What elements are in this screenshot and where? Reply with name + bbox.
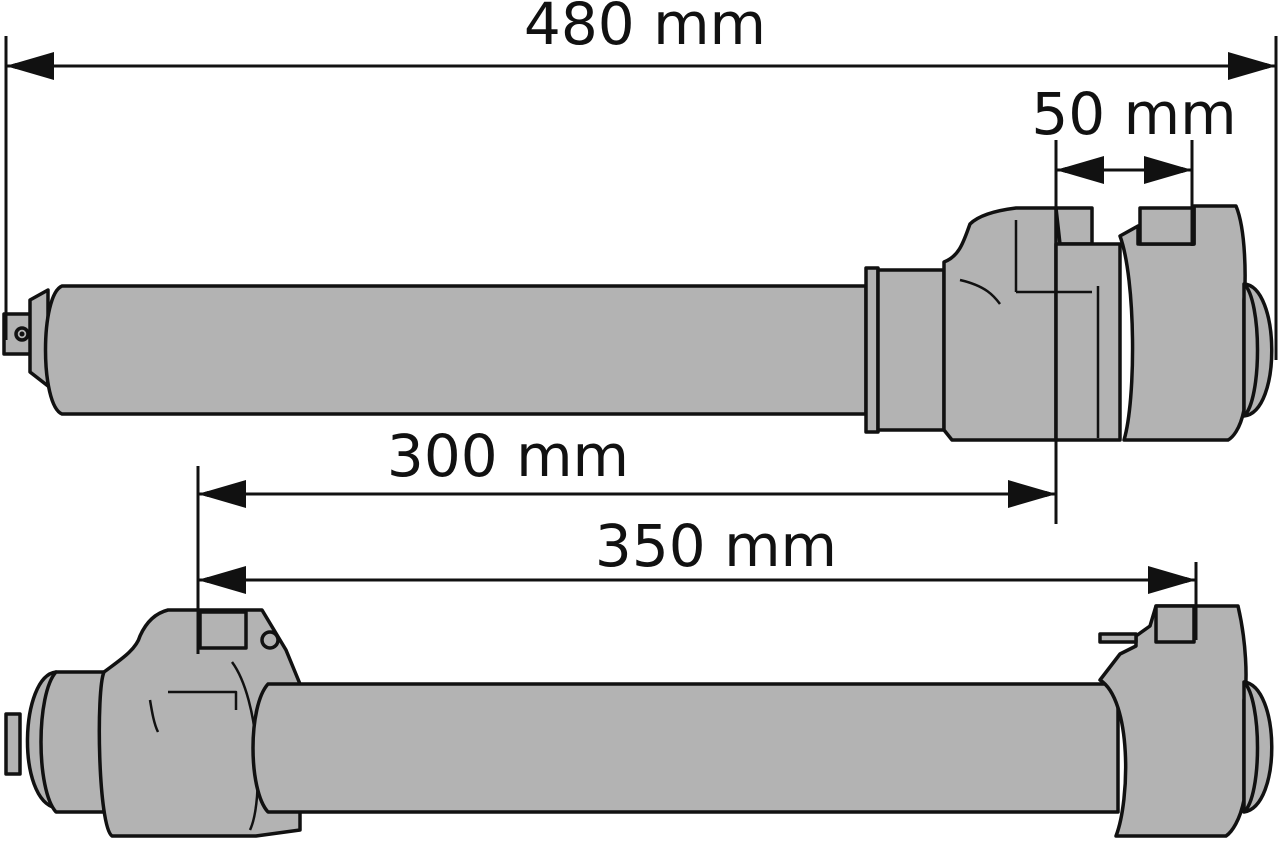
label-350: 350 mm — [595, 512, 837, 580]
collar — [864, 266, 880, 434]
label-480: 480 mm — [524, 0, 766, 58]
tube-outer — [43, 284, 868, 416]
housing-right — [1098, 604, 1248, 838]
arrow-heads — [6, 52, 1276, 594]
tube-inner — [251, 682, 1120, 814]
dimension-lines — [4, 36, 1278, 654]
label-50: 50 mm — [1031, 80, 1236, 148]
shaft-collapsed — [4, 604, 1274, 838]
housing-left — [97, 608, 302, 838]
shaft-extended — [2, 204, 1274, 442]
label-300: 300 mm — [387, 422, 629, 490]
housing-top — [942, 206, 1058, 442]
